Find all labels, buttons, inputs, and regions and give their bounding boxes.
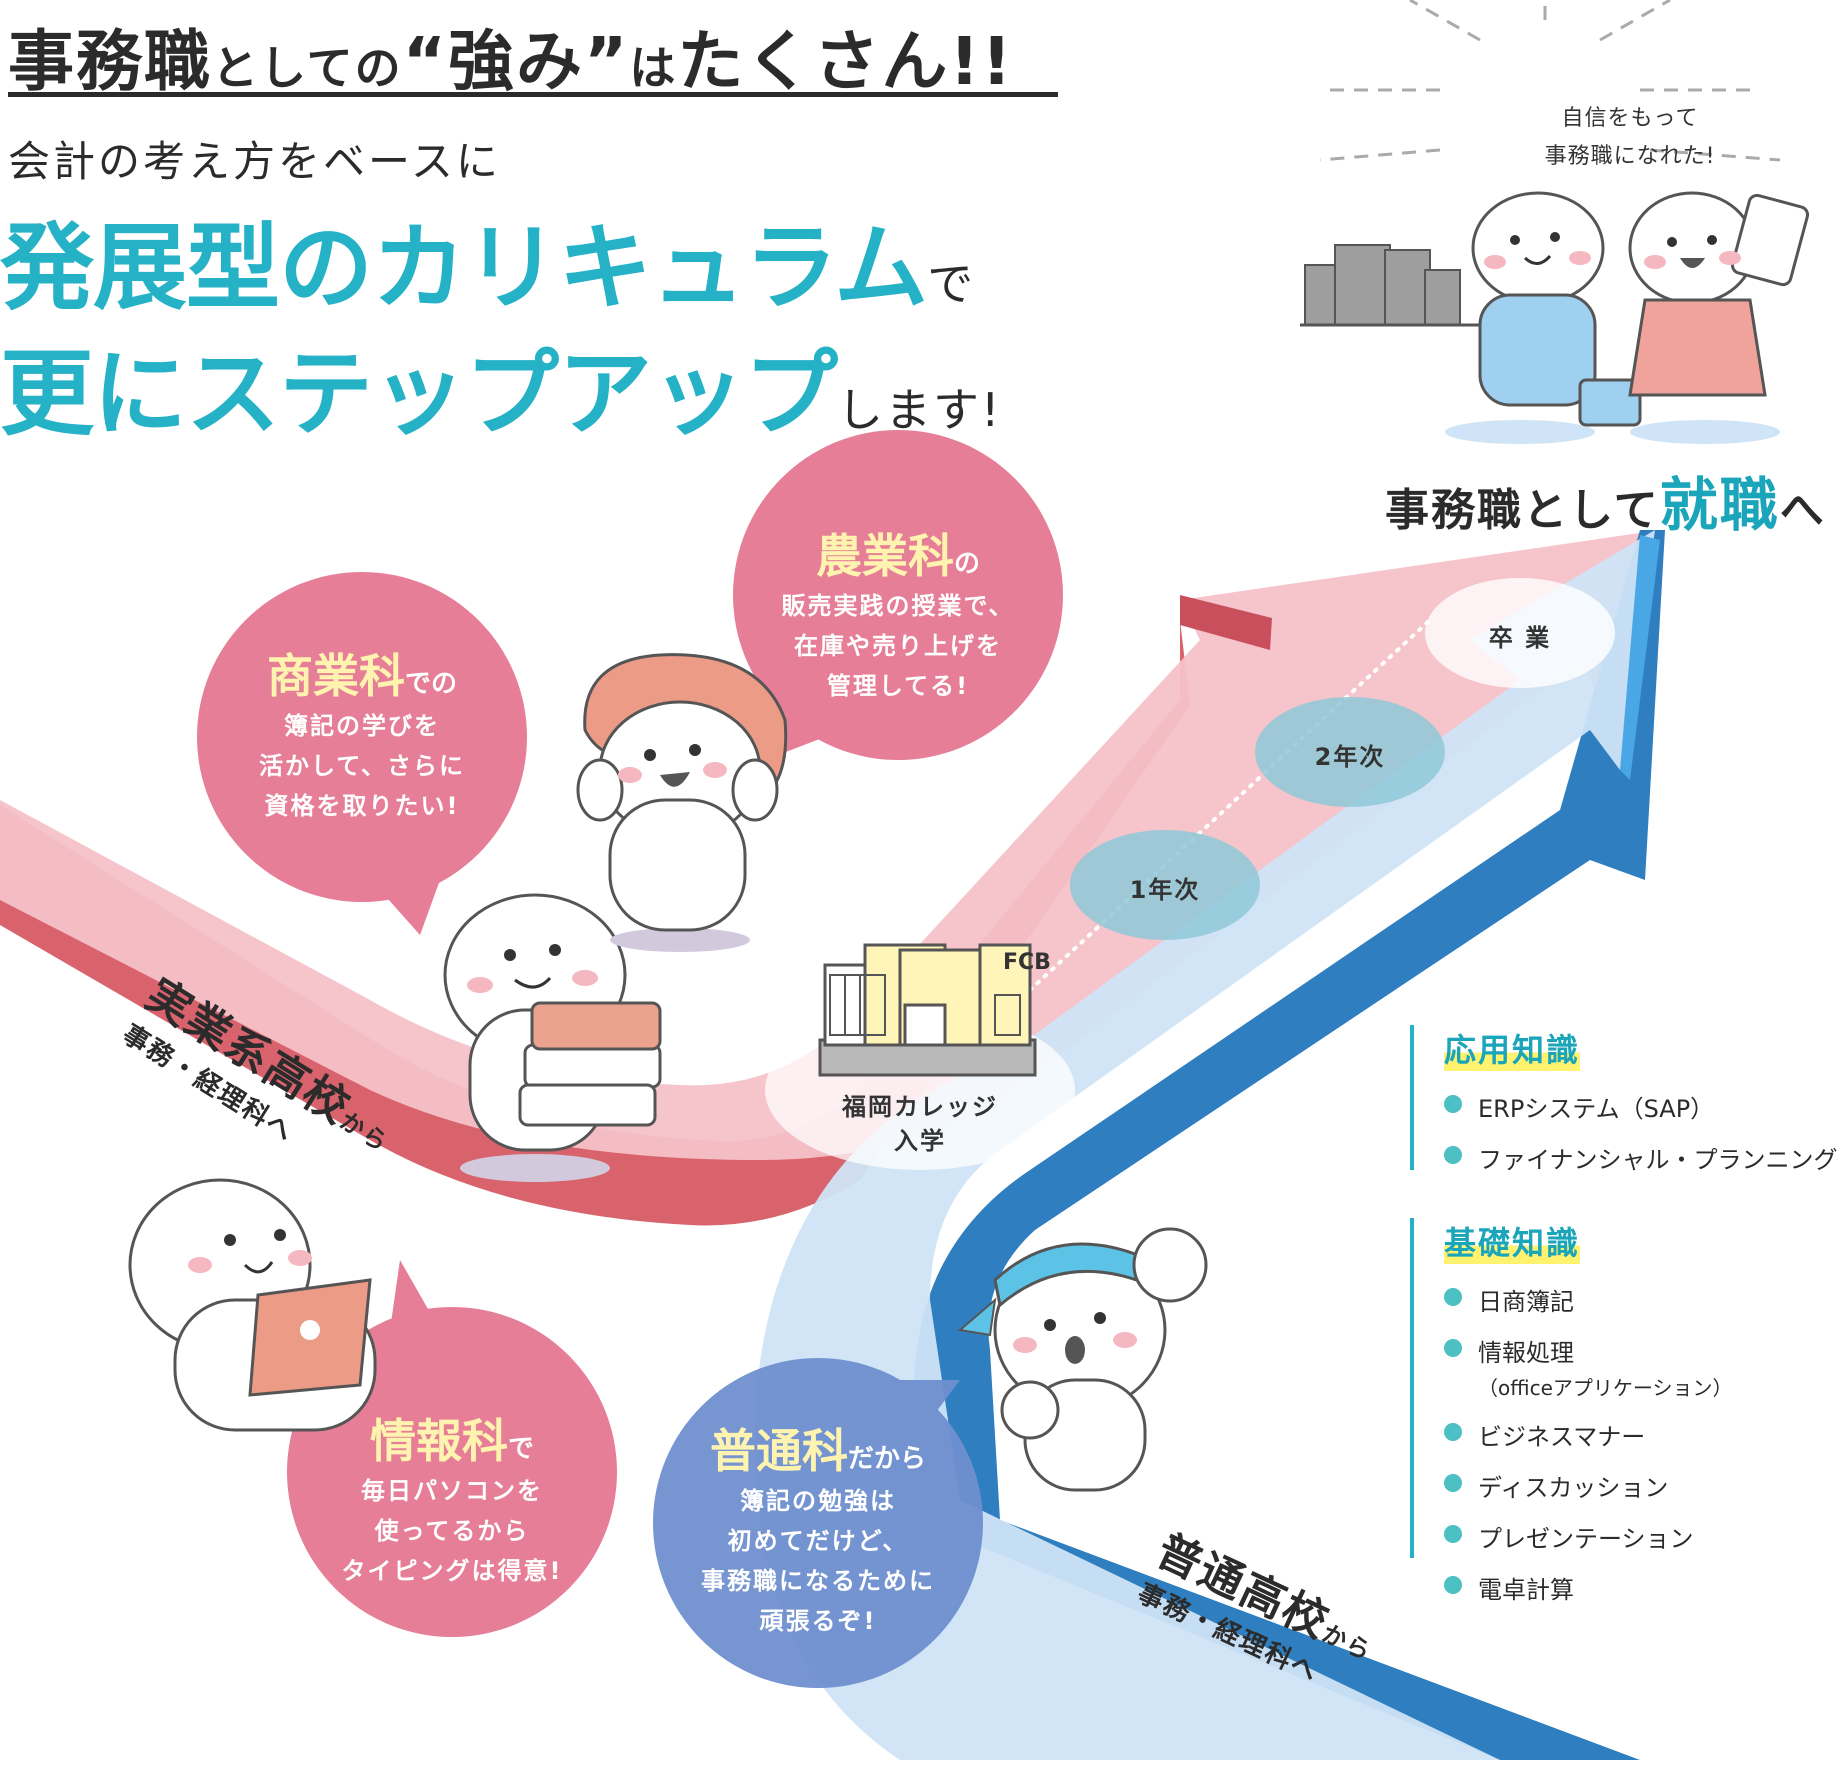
goal-pre: 事務職として	[1385, 485, 1660, 536]
basic-item-label: ディスカッション	[1478, 1474, 1669, 1502]
basic-item-label: ビジネスマナー	[1478, 1423, 1646, 1451]
basic-knowledge: 基礎知識 日商簿記 情報処理 （officeアプリケーション） ビジネスマナー デ…	[1410, 1218, 1732, 1604]
stepup-title: 更にステップアップします!	[0, 318, 1001, 454]
bubble-general-head: 普通科	[709, 1424, 848, 1478]
character-graduate-female	[1628, 191, 1810, 444]
building-sign: FCB	[1003, 950, 1051, 975]
stage-year1: 1年次	[1129, 876, 1201, 904]
basic-item: プレゼンテーション	[1444, 1519, 1732, 1554]
bubble-commerce-line: 簿記の学びを	[284, 712, 440, 740]
applied-item: ERPシステム（SAP）	[1444, 1089, 1838, 1124]
stepup-title-suffix: します!	[837, 383, 1002, 437]
character-info	[128, 1178, 377, 1432]
stage-entry-line1: 福岡カレッジ	[842, 1093, 998, 1121]
subheadline: 会計の考え方をベースに	[8, 137, 501, 186]
character-agri	[576, 653, 788, 952]
basic-item-label: 電卓計算	[1478, 1576, 1574, 1604]
bubble-info-head: 情報科	[369, 1414, 508, 1468]
goal-post: へ	[1779, 485, 1826, 536]
headline-underline	[8, 92, 1058, 97]
bubble-info-line: タイピングは得意!	[341, 1557, 563, 1585]
stage-year2: 2年次	[1314, 743, 1386, 771]
bubble-commerce: 商業科での 簿記の学びを 活かして、さらに 資格を取りたい!	[197, 640, 527, 826]
headline-end: たくさん!!	[677, 23, 1014, 100]
basic-item: 情報処理 （officeアプリケーション）	[1444, 1333, 1732, 1401]
basic-item-label: 日商簿記	[1478, 1288, 1574, 1316]
applied-knowledge-title: 応用知識	[1444, 1025, 1581, 1071]
bubble-info-line: 使ってるから	[374, 1517, 530, 1545]
headline-mid: としての	[212, 41, 403, 95]
headline-particle: は	[629, 41, 678, 95]
bubble-agri-head: 農業科	[815, 529, 954, 583]
stage-graduation: 卒 業	[1488, 624, 1552, 652]
bubble-general-line: 初めてだけど、	[727, 1527, 909, 1555]
goal-speech-line1: 自信をもって	[1561, 106, 1699, 131]
bubble-commerce-line: 活かして、さらに	[258, 752, 466, 780]
bubble-general-line: 事務職になるために	[701, 1567, 935, 1595]
headline-main: 事務職	[8, 23, 212, 100]
curriculum-title: 発展型のカリキュラムで	[0, 192, 975, 328]
headline-quote: “強み”	[402, 23, 630, 100]
bubble-general-line: 簿記の勉強は	[740, 1487, 896, 1515]
stepup-title-main: 更にステップアップ	[0, 340, 838, 449]
bubble-info-line: 毎日パソコンを	[361, 1477, 543, 1505]
city-buildings-icon	[1300, 244, 1480, 327]
character-graduate-male	[1445, 191, 1642, 444]
basic-knowledge-title: 基礎知識	[1444, 1218, 1581, 1264]
basic-item: ディスカッション	[1444, 1468, 1732, 1503]
bubble-general-line: 頑張るぞ!	[759, 1607, 877, 1635]
bubble-general-suffix: だから	[847, 1444, 926, 1474]
stage-entry-line2: 入学	[894, 1127, 946, 1155]
character-general	[957, 1227, 1208, 1492]
basic-item-label: プレゼンテーション	[1478, 1525, 1694, 1553]
bubble-agri-line: 管理してる!	[826, 672, 970, 700]
character-commerce	[443, 893, 662, 1182]
bubble-commerce-head: 商業科	[266, 649, 405, 703]
basic-item: ビジネスマナー	[1444, 1417, 1732, 1452]
stage-entry: 福岡カレッジ 入学	[820, 1090, 1020, 1158]
goal-speech-line2: 事務職になれた!	[1544, 144, 1716, 169]
bubble-commerce-suffix: での	[404, 669, 457, 699]
sun-rays	[1319, 0, 1781, 162]
basic-item-label: 情報処理	[1478, 1339, 1574, 1367]
general-road	[755, 530, 1655, 1760]
year1-oval	[1070, 830, 1260, 940]
bubble-agri-line: 販売実践の授業で、	[781, 592, 1015, 620]
bubble-info: 情報科で 毎日パソコンを 使ってるから タイピングは得意!	[287, 1405, 617, 1591]
bubble-agri-suffix: の	[953, 549, 980, 579]
grad-oval	[1425, 578, 1615, 688]
year2-oval	[1255, 697, 1445, 807]
basic-item-sublabel: （officeアプリケーション）	[1478, 1376, 1733, 1400]
headline-strengths: 事務職としての“強み”はたくさん!!	[8, 8, 1014, 104]
bubble-info-suffix: で	[507, 1434, 534, 1464]
applied-item: ファイナンシャル・プランニング	[1444, 1140, 1838, 1175]
bubble-agri: 農業科の 販売実践の授業で、 在庫や売り上げを 管理してる!	[733, 520, 1063, 706]
bubble-commerce-line: 資格を取りたい!	[264, 792, 460, 820]
curriculum-title-suffix: で	[927, 257, 976, 311]
college-building-icon	[818, 943, 1037, 1077]
bubble-commerce-shape	[197, 572, 527, 935]
goal-speech: 自信をもって 事務職になれた!	[1510, 100, 1750, 176]
vocational-road	[0, 530, 1660, 1160]
bubble-general: 普通科だから 簿記の勉強は 初めてだけど、 事務職になるために 頑張るぞ!	[653, 1415, 983, 1641]
basic-item: 電卓計算	[1444, 1570, 1732, 1605]
bubble-general-shape	[653, 1358, 983, 1688]
basic-item: 日商簿記	[1444, 1282, 1732, 1317]
bubble-agri-line: 在庫や売り上げを	[794, 632, 1002, 660]
curriculum-title-main: 発展型のカリキュラム	[0, 214, 928, 323]
goal-emphasis: 就職	[1659, 471, 1780, 539]
applied-knowledge: 応用知識 ERPシステム（SAP） ファイナンシャル・プランニング	[1410, 1025, 1838, 1174]
goal-employment: 事務職として就職へ	[1385, 458, 1826, 542]
